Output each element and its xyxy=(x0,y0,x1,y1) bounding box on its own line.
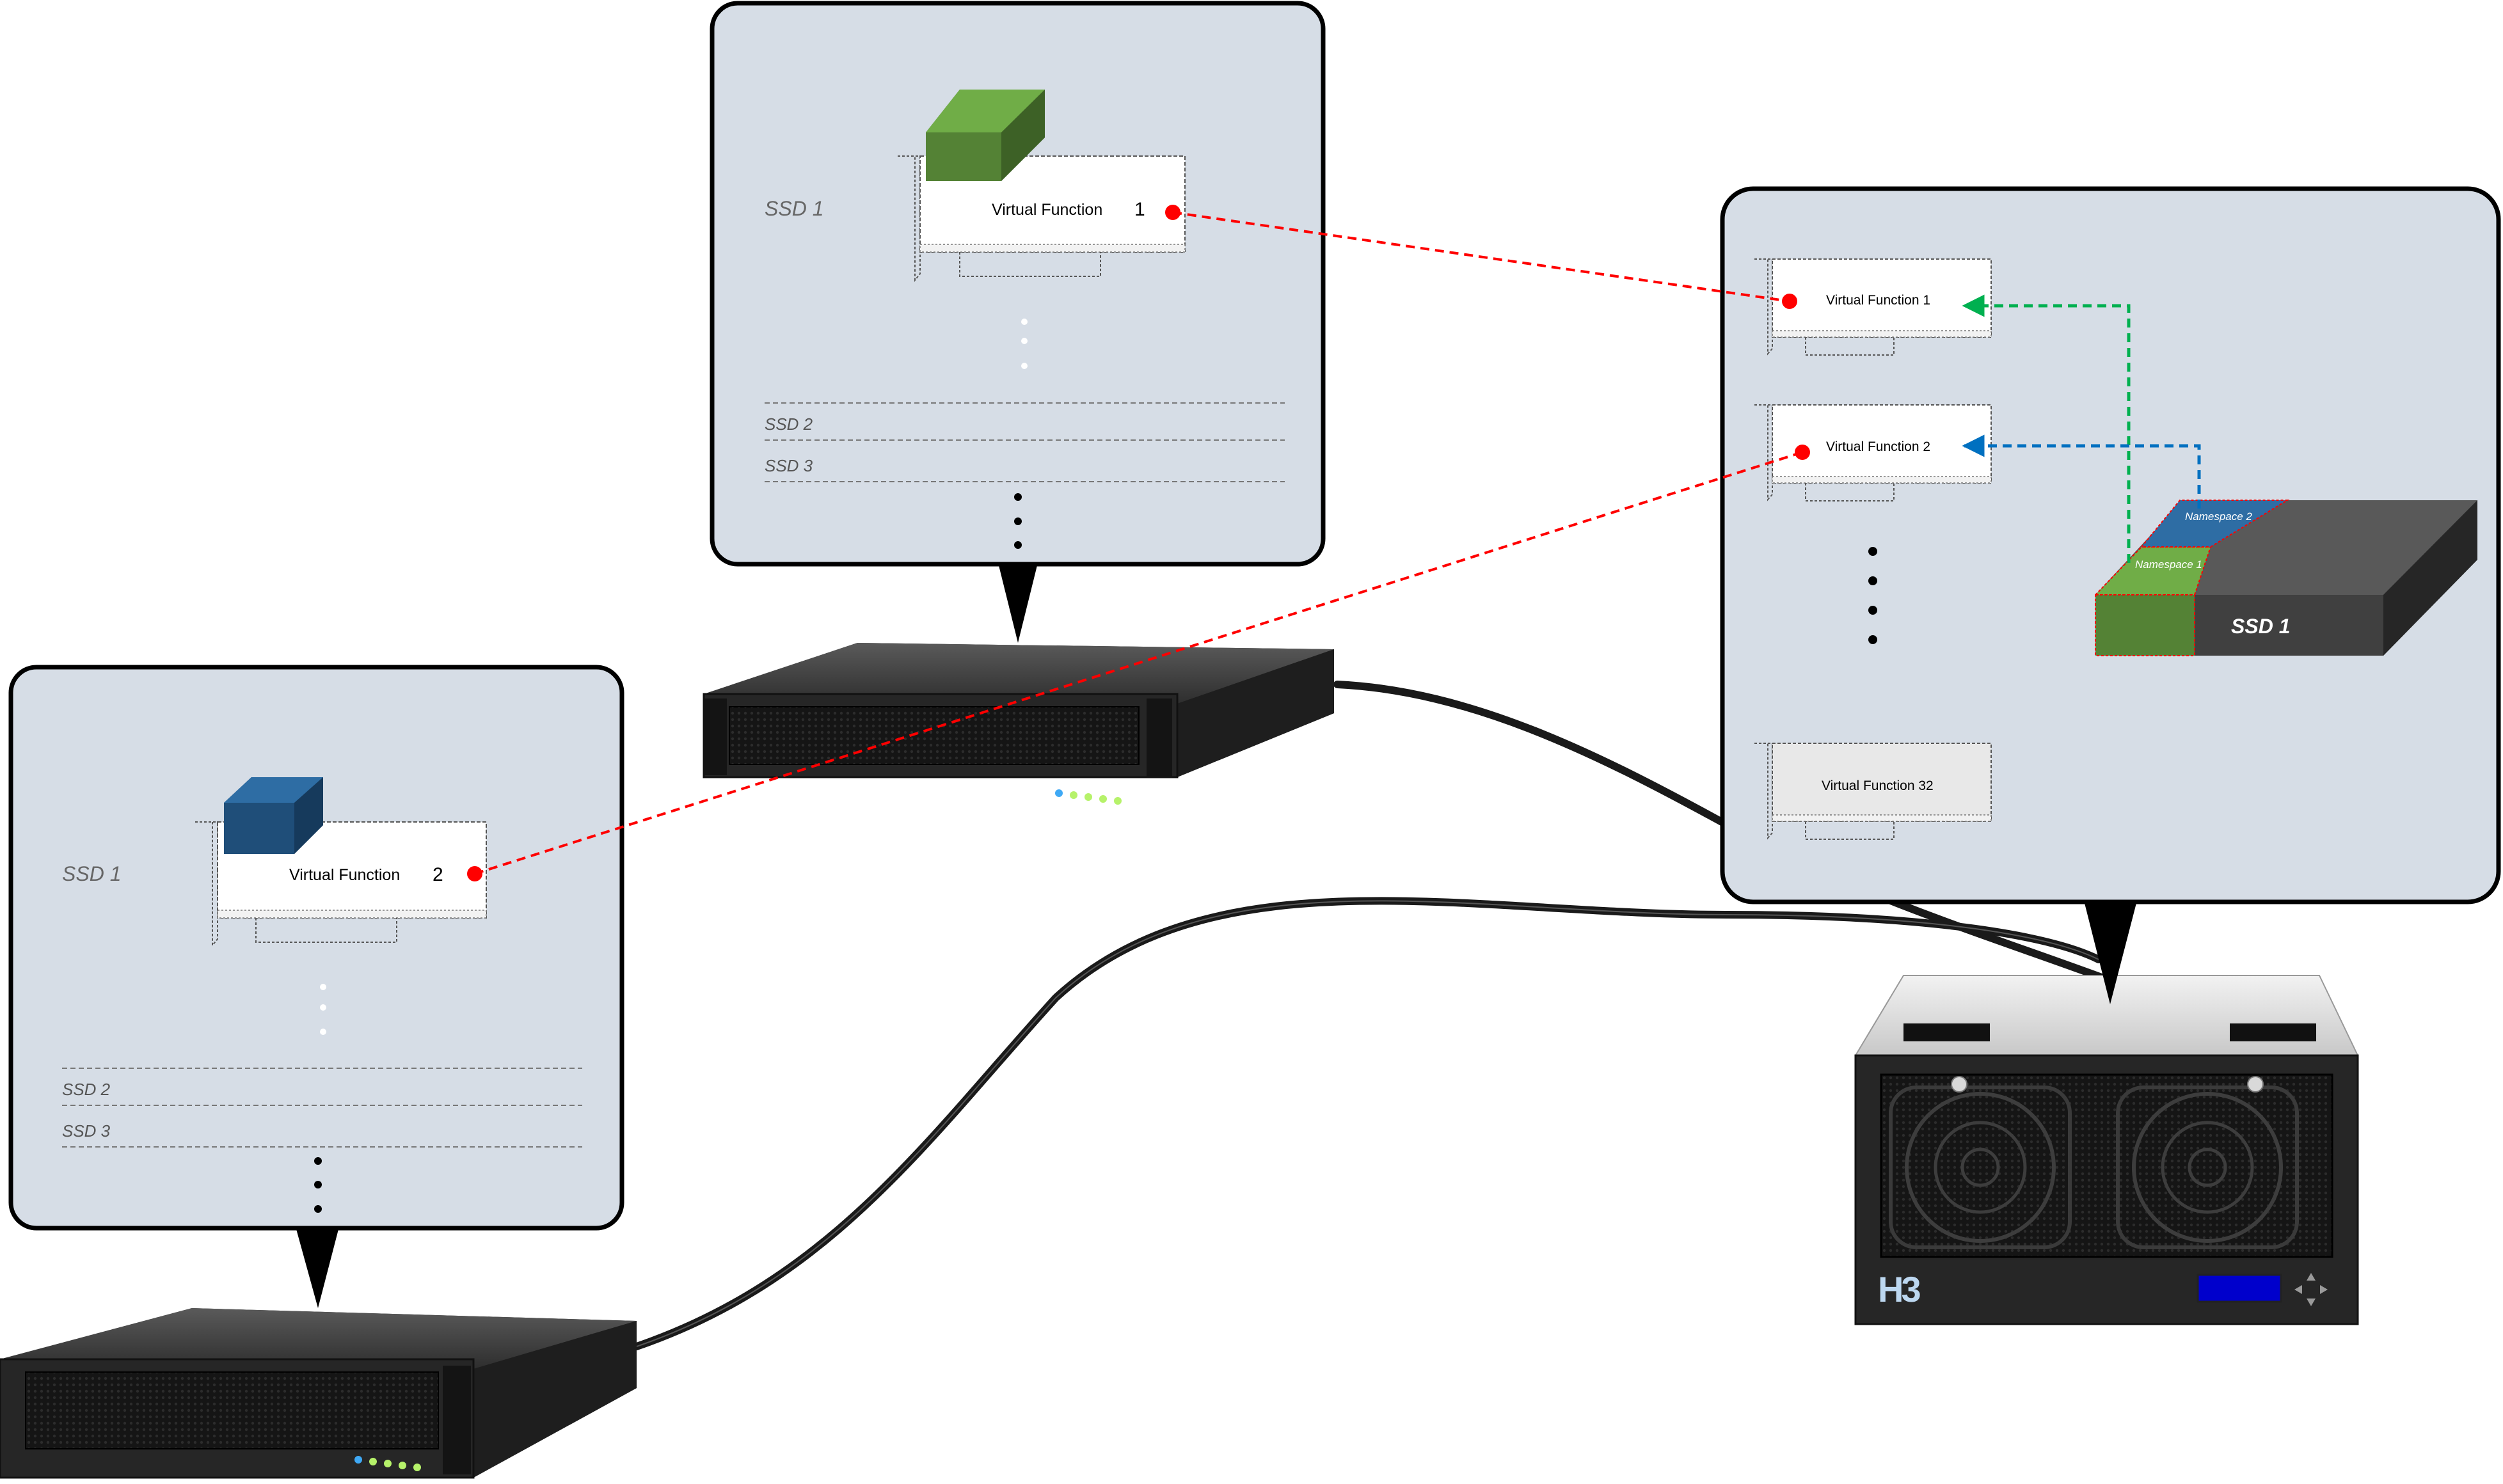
ellipsis-dots xyxy=(1021,319,1028,369)
namespace-2-block xyxy=(2140,500,2290,548)
pcie-card-icon xyxy=(195,777,487,947)
storage-callout: Virtual Function 1 Virtual Function 2 Vi… xyxy=(1720,186,2501,1004)
navigation-pad-icon[interactable] xyxy=(2294,1273,2328,1306)
pcie-card-icon xyxy=(1754,404,1992,501)
namespace-label: Namespace 1 xyxy=(2135,558,2202,571)
ellipsis-dots xyxy=(320,984,326,1035)
vf-card-index: 1 xyxy=(1134,199,1145,220)
vf-endpoint-dot xyxy=(1795,445,1810,460)
namespace-label: Namespace 2 xyxy=(2185,510,2252,523)
vf-card-label: Virtual Function 32 xyxy=(1822,778,1934,793)
ssd-label: SSD 1 xyxy=(765,197,823,220)
ssd-row-label: SSD 3 xyxy=(765,456,813,475)
top-server-callout: SSD 1 Virtual Function 1 SSD 2 SSD 3 xyxy=(710,1,1326,643)
ssd-row-label: SSD 2 xyxy=(62,1080,111,1099)
ssd-label: SSD 1 xyxy=(2231,615,2290,638)
rack-server-icon[interactable] xyxy=(703,643,1334,805)
ellipsis-dots xyxy=(314,1157,322,1213)
h3-logo: H3 xyxy=(1878,1269,1920,1309)
vf-card-index: 2 xyxy=(433,864,443,885)
cable-server-bottom-outline xyxy=(636,900,2099,1347)
vf-card-label: Virtual Function 1 xyxy=(1826,293,1930,308)
h3-storage-chassis-icon[interactable]: H3 xyxy=(1854,975,2359,1325)
vf-card-label: Virtual Function xyxy=(289,866,400,884)
ssd-label: SSD 1 xyxy=(62,862,121,885)
ssd-row-label: SSD 2 xyxy=(765,414,813,434)
callout-pointer xyxy=(998,563,1038,643)
lcd-display xyxy=(2197,1274,2282,1303)
ssd-row-label: SSD 3 xyxy=(62,1121,111,1141)
callout-pointer xyxy=(296,1227,339,1308)
ssd-drive-icon xyxy=(2094,500,2477,656)
vf-card-label: Virtual Function 2 xyxy=(1826,439,1930,454)
bottom-server-callout: SSD 1 Virtual Function 2 SSD 2 SSD 3 xyxy=(8,665,624,1308)
vf-card-label: Virtual Function xyxy=(992,201,1102,219)
callout-pointer xyxy=(2084,901,2137,1004)
ellipsis-dots xyxy=(1868,547,1877,644)
vf1-link xyxy=(1172,211,1790,303)
pcie-card-icon xyxy=(898,90,1186,282)
namespace-2-link xyxy=(1962,434,2201,509)
pcie-card-icon xyxy=(1754,743,1992,840)
pcie-card-icon xyxy=(1754,258,1992,356)
ellipsis-dots xyxy=(1014,493,1022,549)
namespace-1-link xyxy=(1962,294,2131,563)
vf2-link xyxy=(474,451,1803,875)
rack-server-icon[interactable] xyxy=(0,1308,637,1479)
